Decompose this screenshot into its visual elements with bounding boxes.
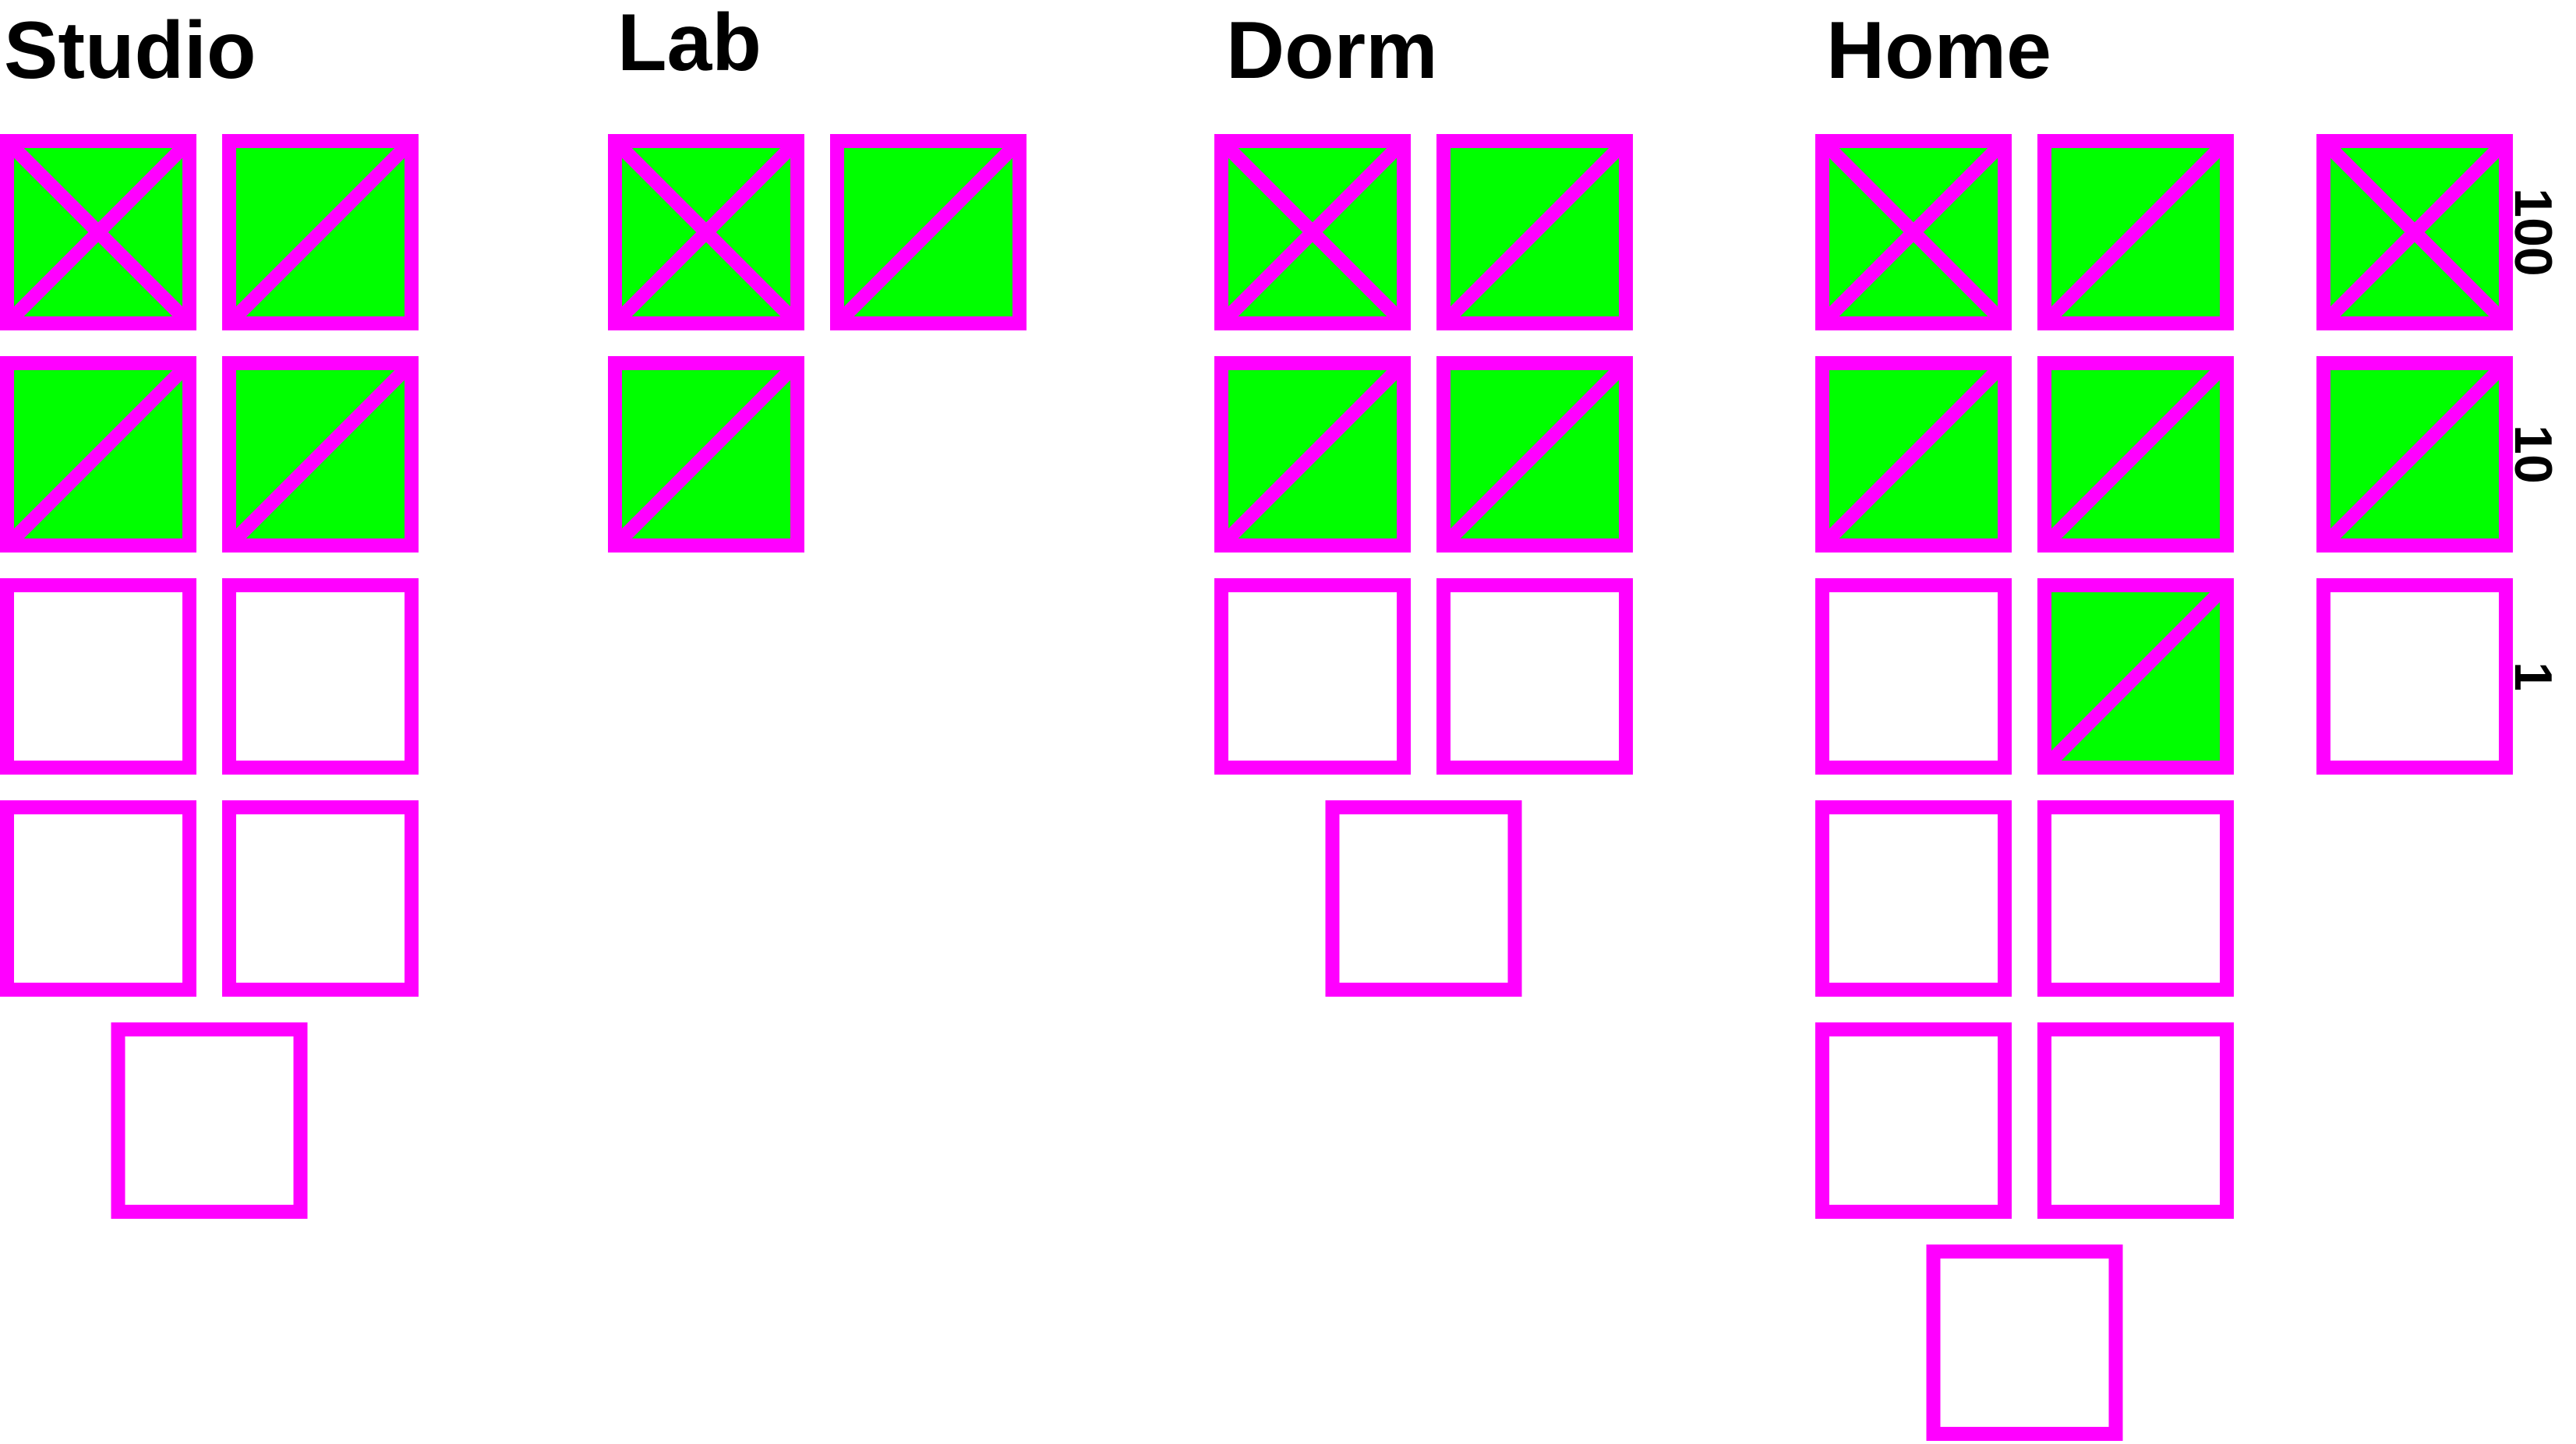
waffle-cell-dorm — [1436, 578, 1633, 775]
cell-frame — [0, 578, 196, 775]
cell-slash-line — [224, 358, 417, 551]
cell-slash-line — [2318, 358, 2511, 551]
waffle-cell-lab — [830, 134, 1027, 330]
group-titles: Studio Lab Dorm Home — [4, 0, 2051, 96]
cell-frame — [222, 800, 419, 997]
waffle-cell-studio — [222, 134, 419, 330]
group-title: Dorm — [1226, 5, 1438, 96]
legend-label: 10 — [2504, 425, 2563, 484]
cell-backslash-line — [610, 136, 803, 329]
cell-frame — [2037, 800, 2234, 997]
cell-frame — [1325, 800, 1522, 997]
cell-frame — [2037, 1022, 2234, 1219]
cell-frame — [1926, 1245, 2123, 1441]
waffle-cell-dorm — [1325, 800, 1522, 997]
cell-frame — [2316, 578, 2513, 775]
cell-frame — [0, 800, 196, 997]
waffle-cell-studio — [0, 578, 196, 775]
legend-label: 1 — [2504, 662, 2563, 691]
legend-label: 100 — [2504, 188, 2563, 276]
cell-frame — [1214, 578, 1411, 775]
waffle-cell-home — [1815, 356, 2012, 553]
waffle-cell-dorm — [1436, 134, 1633, 330]
waffle-cell-lab — [608, 356, 804, 553]
cell-slash-line — [610, 358, 803, 551]
legend: 100 10 1 — [2316, 134, 2563, 775]
cell-frame — [1815, 578, 2012, 775]
cell-frame — [1436, 578, 1633, 775]
waffle-cell-home — [1815, 1022, 2012, 1219]
cell-frame — [1815, 1022, 2012, 1219]
waffle-cell-home — [1815, 578, 2012, 775]
waffle-cell-home — [2037, 134, 2234, 330]
waffle-cell-dorm — [1214, 134, 1411, 330]
waffle-cell-dorm — [1214, 578, 1411, 775]
group-title: Home — [1826, 5, 2051, 96]
cell-slash-line — [224, 136, 417, 329]
waffle-cell-studio — [111, 1022, 308, 1219]
waffle-cell-studio — [0, 134, 196, 330]
group-title: Lab — [617, 0, 761, 88]
waffle-cell-home — [1815, 800, 2012, 997]
cell-slash-line — [2039, 136, 2232, 329]
waffle-cell-home — [2037, 356, 2234, 553]
cell-slash-line — [2, 358, 195, 551]
cell-backslash-line — [1817, 136, 2010, 329]
waffle-cell-studio — [222, 356, 419, 553]
cell-slash-line — [2039, 358, 2232, 551]
cell-frame — [1815, 800, 2012, 997]
waffle-cell-home — [2037, 1022, 2234, 1219]
legend-key — [2316, 578, 2513, 775]
cell-slash-line — [1216, 358, 1409, 551]
cell-slash-line — [1438, 136, 1631, 329]
cell-slash-line — [832, 136, 1025, 329]
cell-backslash-line — [2318, 136, 2511, 329]
waffle-cell-studio — [0, 800, 196, 997]
cell-frame — [111, 1022, 308, 1219]
cell-frame — [222, 578, 419, 775]
waffle-cell-dorm — [1214, 356, 1411, 553]
cell-slash-line — [2039, 580, 2232, 773]
cell-slash-line — [1817, 358, 2010, 551]
waffle-cell-home — [2037, 578, 2234, 775]
cell-slash-line — [1438, 358, 1631, 551]
legend-key — [2316, 356, 2513, 553]
waffle-cell-home — [1926, 1245, 2123, 1441]
waffle-cell-dorm — [1436, 356, 1633, 553]
waffle-cell-studio — [0, 356, 196, 553]
waffle-cell-studio — [222, 800, 419, 997]
cell-backslash-line — [1216, 136, 1409, 329]
waffle-cell-home — [2037, 800, 2234, 997]
waffle-cell-studio — [222, 578, 419, 775]
waffle-cells — [0, 134, 2234, 1441]
cell-backslash-line — [2, 136, 195, 329]
waffle-cell-lab — [608, 134, 804, 330]
legend-key — [2316, 134, 2513, 330]
group-title: Studio — [4, 5, 256, 96]
waffle-cell-home — [1815, 134, 2012, 330]
